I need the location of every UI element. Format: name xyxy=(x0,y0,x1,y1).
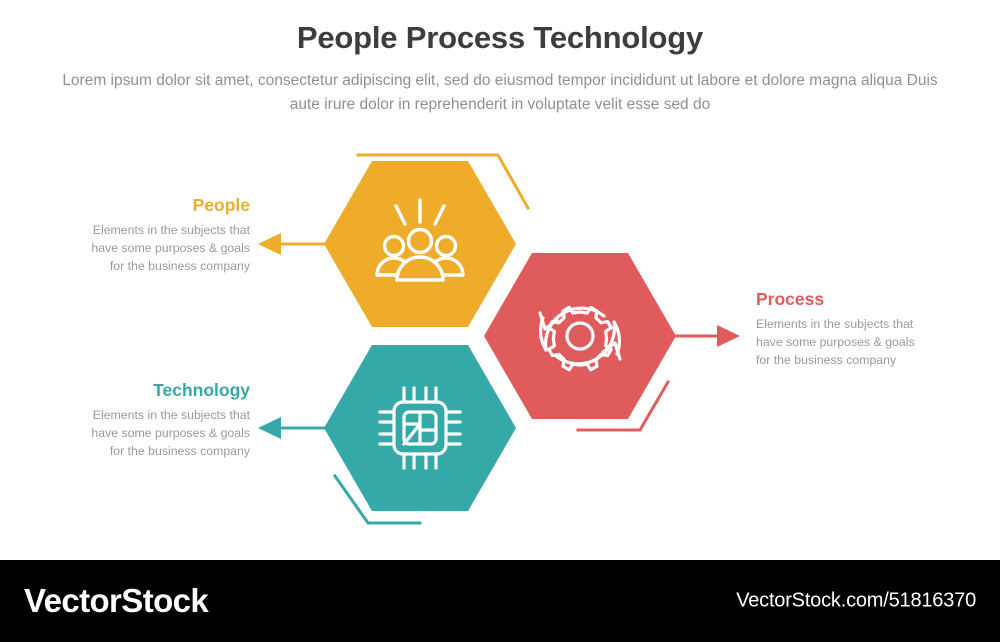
watermark-bar: VectorStock VectorStock.com/51816370 xyxy=(0,560,1000,642)
gear-refresh-icon xyxy=(538,305,622,372)
info-block-process-title: Process xyxy=(756,289,825,309)
info-block-technology-title: Technology xyxy=(153,380,250,400)
info-block-people-title: People xyxy=(192,195,250,215)
accent-line-people xyxy=(356,153,531,211)
arrow-people xyxy=(258,233,330,255)
watermark-brand: VectorStock xyxy=(24,582,209,619)
header: People Process Technology Lorem ipsum do… xyxy=(0,20,1000,117)
page-subtitle: Lorem ipsum dolor sit amet, consectetur … xyxy=(62,71,938,113)
info-block-technology-description: Elements in the subjects that have some … xyxy=(91,408,250,458)
arrow-technology xyxy=(258,417,330,439)
accent-line-technology xyxy=(332,473,422,525)
people-group-icon xyxy=(375,198,465,282)
info-block-process: Process Elements in the subjects that ha… xyxy=(756,289,976,370)
accent-line-process xyxy=(576,379,671,432)
hexagon-process[interactable] xyxy=(484,253,676,419)
hexagon-technology[interactable] xyxy=(324,345,516,511)
info-block-process-description: Elements in the subjects that have some … xyxy=(756,317,915,367)
page-title: People Process Technology xyxy=(296,20,704,55)
microchip-icon xyxy=(378,386,462,470)
arrow-process xyxy=(668,325,740,347)
info-block-technology: Technology Elements in the subjects that… xyxy=(36,380,250,461)
watermark-url: VectorStock.com/51816370 xyxy=(736,589,976,612)
hexagon-people[interactable] xyxy=(324,161,516,327)
info-block-people: People Elements in the subjects that hav… xyxy=(40,195,250,276)
info-block-people-description: Elements in the subjects that have some … xyxy=(91,223,250,273)
